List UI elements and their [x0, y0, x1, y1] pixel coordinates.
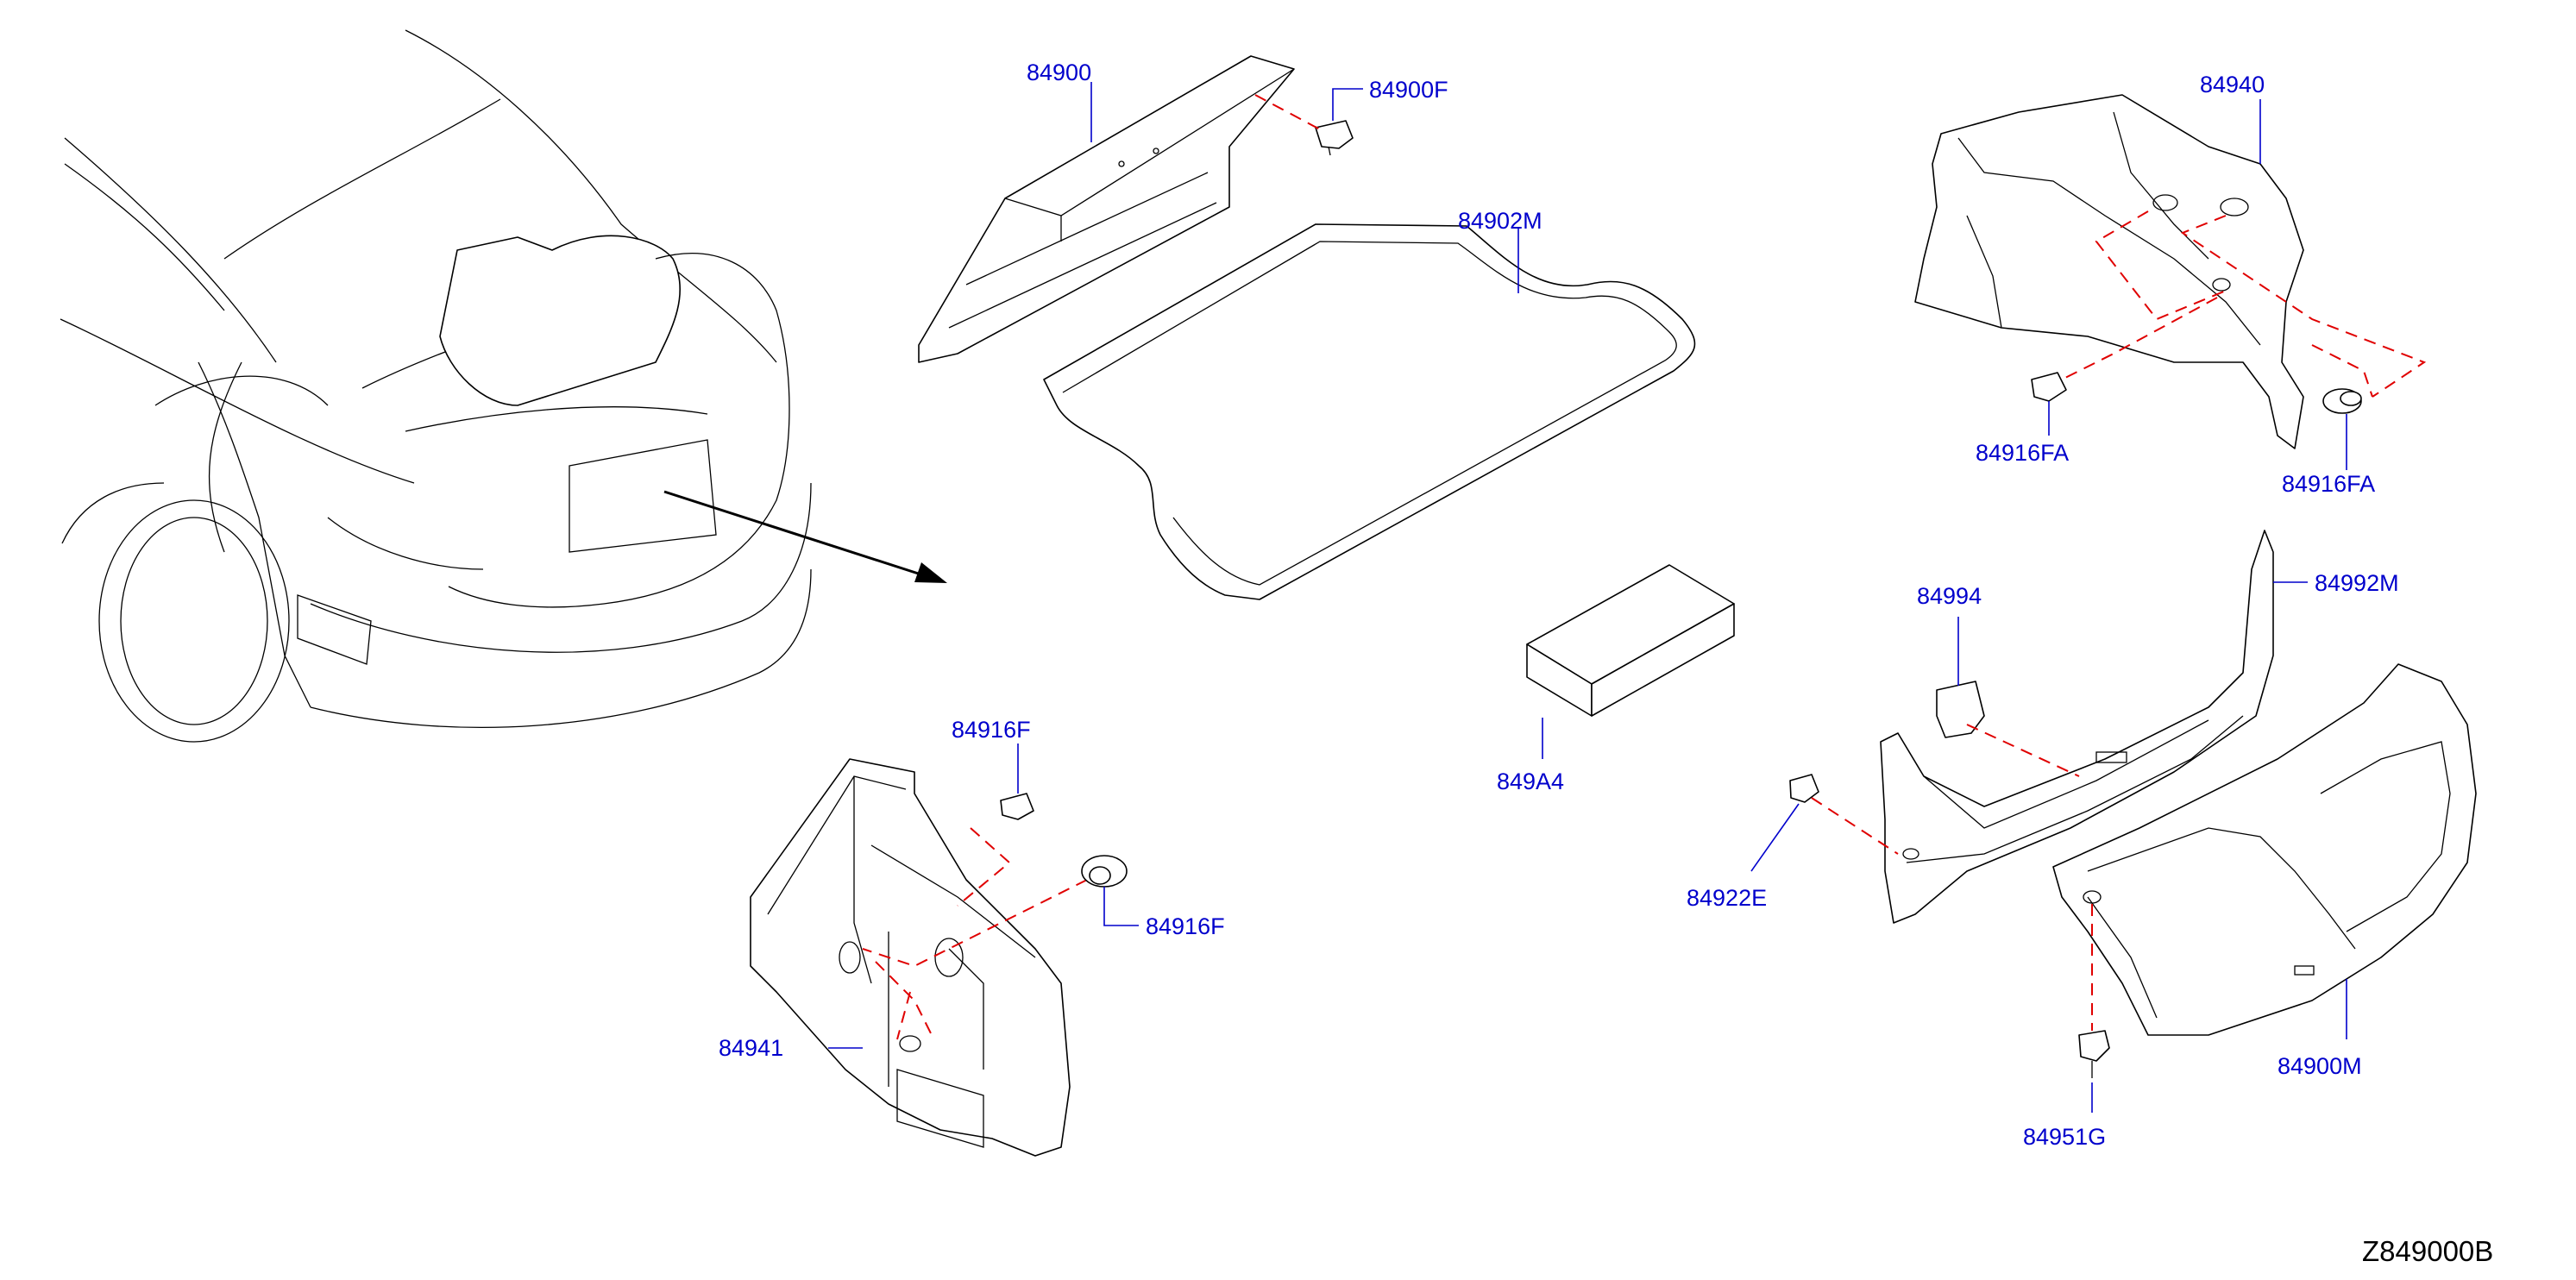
part-84951G-clip — [2078, 1030, 2110, 1078]
callout-84994: 84994 — [1917, 583, 1982, 609]
figure-code: Z849000B — [2362, 1235, 2493, 1267]
direction-arrow — [663, 490, 947, 583]
callout-84916FA-right: 84916FA — [2282, 471, 2375, 497]
vehicle-rear-illustration — [60, 29, 812, 743]
part-84916F-clip-right — [1081, 855, 1128, 888]
callout-84992M: 84992M — [2315, 570, 2399, 596]
part-84916F-clip-top — [1000, 793, 1034, 820]
callout-84900M: 84900M — [2278, 1053, 2362, 1079]
part-84916FA-clip-left — [2031, 372, 2067, 402]
callout-84916FA-left: 84916FA — [1976, 440, 2069, 466]
part-84902M-floor-mat — [1043, 223, 1696, 600]
callout-84900: 84900 — [1027, 60, 1091, 85]
callout-849A4: 849A4 — [1497, 769, 1564, 794]
callout-84900F: 84900F — [1369, 77, 1448, 103]
callout-84902M: 84902M — [1458, 208, 1542, 234]
callout-84940: 84940 — [2200, 72, 2265, 97]
part-84994-cover — [1936, 681, 1985, 738]
part-84900M-lid-finisher — [2052, 663, 2477, 1036]
part-84992M-plate-trim — [1880, 530, 2274, 924]
callout-84916F-right: 84916F — [1146, 913, 1225, 939]
part-84916FA-clip-right — [2322, 388, 2362, 414]
callout-labels: 84900 84900F 84902M 84940 84916FA 84916F… — [719, 60, 2399, 1150]
part-84941-side-trim — [750, 758, 1071, 1157]
part-849A4-block — [1526, 564, 1735, 717]
part-84900-shelf — [918, 55, 1295, 363]
callout-84922E: 84922E — [1687, 885, 1767, 911]
callout-leaders — [828, 82, 2347, 1113]
callout-84916F-top: 84916F — [952, 717, 1031, 743]
callout-84951G: 84951G — [2023, 1124, 2106, 1150]
part-84900F-clip — [1315, 120, 1354, 156]
part-84922E-clip — [1789, 774, 1819, 803]
part-84940-side-trim — [1914, 94, 2304, 449]
callout-84941: 84941 — [719, 1035, 783, 1061]
